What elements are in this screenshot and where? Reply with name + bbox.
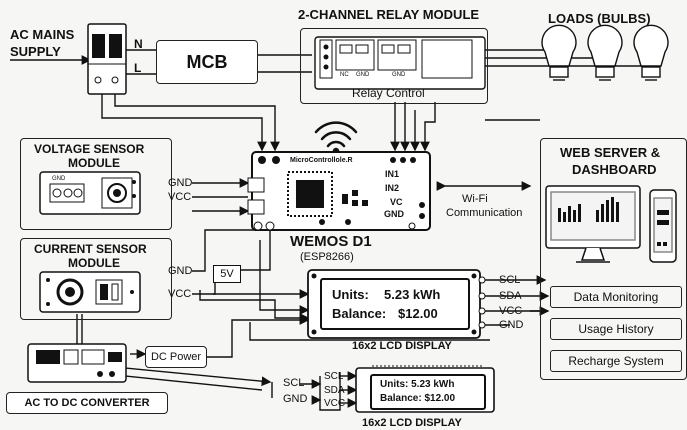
loads-title: LOADS (BULBS) bbox=[548, 11, 651, 26]
lcd-main-balance-value: $12.00 bbox=[398, 306, 438, 321]
five-volt-label: 5V bbox=[220, 268, 234, 280]
lcd-small-line-1: Units: 5.23 kWh bbox=[380, 379, 455, 390]
lcd-main-pin-gnd: GND bbox=[499, 319, 524, 331]
dc-power-label: DC Power bbox=[150, 351, 202, 363]
monitor-icon bbox=[545, 185, 641, 263]
mcb-box: MCB bbox=[156, 40, 258, 84]
mcu-pin-vc: VC bbox=[390, 197, 403, 207]
lcd-main-balance-label: Balance: bbox=[332, 306, 387, 321]
mcu-pin-gnd: GND bbox=[384, 209, 404, 219]
mcu-pin-in2: IN2 bbox=[385, 183, 400, 193]
lcd-main-units-value: 5.23 kWh bbox=[384, 287, 441, 302]
voltage-sensor-gnd: GND bbox=[168, 177, 193, 189]
voltage-sensor-board bbox=[39, 171, 141, 215]
supply-label-line1: AC MAINS bbox=[10, 27, 75, 42]
current-sensor-gnd: GND bbox=[168, 265, 193, 277]
lcd-small-pin-vcc: VCC bbox=[324, 398, 346, 409]
mcu-pin-in1: IN1 bbox=[385, 169, 400, 179]
relay-gnd-label-1: GND bbox=[356, 72, 370, 78]
usage-history-button[interactable]: Usage History bbox=[550, 318, 682, 340]
voltage-sensor-title-1: VOLTAGE SENSOR bbox=[34, 142, 145, 156]
lcd-main-pin-vcc: VCC bbox=[499, 305, 523, 317]
voltage-sensor-vcc: VCC bbox=[168, 191, 192, 203]
relay-module-box bbox=[300, 28, 488, 104]
wifi-label-1: Wi-Fi bbox=[462, 193, 488, 205]
current-sensor-title-2: MODULE bbox=[68, 256, 120, 270]
lcd-small-ext-scl: SCL bbox=[283, 377, 305, 389]
voltage-sensor-box bbox=[20, 138, 172, 230]
lcd-main-caption: 16x2 LCD DISPLAY bbox=[352, 340, 452, 352]
circuit-breaker bbox=[87, 23, 127, 95]
lcd-small-line-2: Balance: $12.00 bbox=[380, 393, 456, 404]
lcd-main-pin-sda: SDA bbox=[499, 290, 522, 302]
l-label: L bbox=[134, 61, 142, 75]
converter-label: AC TO DC CONVERTER bbox=[24, 397, 150, 409]
five-volt-box: 5V bbox=[213, 265, 241, 283]
current-sensor-vcc: VCC bbox=[168, 288, 192, 300]
lcd-main-screen: Units: 5.23 kWh Balance: $12.00 bbox=[320, 278, 470, 330]
dc-power-box: DC Power bbox=[145, 346, 207, 368]
lcd-main-pin-scl: SCL bbox=[499, 274, 521, 286]
relay-gnd-label-2: GND bbox=[392, 72, 406, 78]
relay-caption: Relay Control bbox=[352, 86, 425, 100]
web-title-1: WEB SERVER & bbox=[560, 145, 661, 160]
data-monitoring-button[interactable]: Data Monitoring bbox=[550, 286, 682, 308]
mcb-label: MCB bbox=[186, 51, 228, 72]
mcu-board bbox=[247, 151, 431, 231]
supply-label-line2: SUPPLY bbox=[10, 44, 61, 59]
web-title-2: DASHBOARD bbox=[572, 162, 657, 177]
converter-label-box: AC TO DC CONVERTER bbox=[6, 392, 168, 414]
mcu-board-label: MicroControllole.R bbox=[290, 157, 353, 164]
mcu-chip: (ESP8266) bbox=[300, 251, 354, 263]
converter-board bbox=[27, 343, 127, 383]
lcd-small-pin-scl: SCL bbox=[324, 371, 344, 382]
wifi-icon bbox=[314, 121, 358, 155]
mcu-name: WEMOS D1 bbox=[290, 233, 372, 250]
lcd-small-screen: Units: 5.23 kWh Balance: $12.00 bbox=[370, 374, 486, 410]
recharge-system-button[interactable]: Recharge System bbox=[550, 350, 682, 372]
n-label: N bbox=[134, 37, 143, 51]
voltage-sensor-pcb-gnd: GND bbox=[52, 176, 66, 182]
wifi-label-2: Communication bbox=[446, 207, 523, 219]
lcd-main-units-label: Units: bbox=[332, 287, 369, 302]
bulb-icon bbox=[541, 24, 669, 81]
relay-module-title: 2-CHANNEL RELAY MODULE bbox=[298, 7, 480, 22]
current-sensor-box bbox=[20, 238, 172, 320]
lcd-small-ext-gnd: GND bbox=[283, 393, 308, 405]
lcd-small-pin-sda: SDA bbox=[324, 385, 345, 396]
voltage-sensor-title-2: MODULE bbox=[68, 156, 120, 170]
relay-nc-label: NC bbox=[340, 72, 349, 78]
current-sensor-title-1: CURRENT SENSOR bbox=[34, 242, 147, 256]
relay-board bbox=[314, 36, 486, 90]
lcd-small-caption: 16x2 LCD DISPLAY bbox=[362, 417, 462, 429]
phone-icon bbox=[649, 189, 677, 263]
current-sensor-board bbox=[39, 271, 141, 313]
